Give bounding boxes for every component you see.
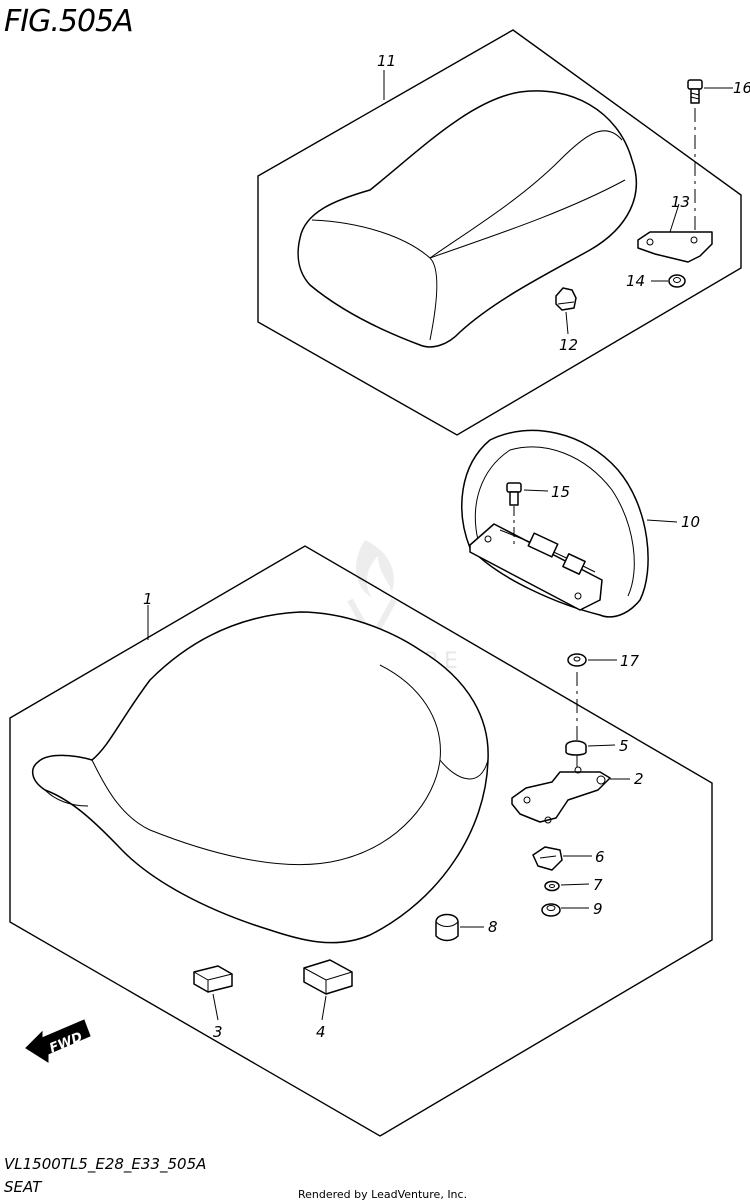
group-box-main-seat: [9, 545, 713, 1137]
part-16-bolt[interactable]: [687, 79, 703, 104]
part-15-bolt[interactable]: [506, 482, 522, 506]
part-8-cap[interactable]: [435, 913, 459, 942]
callout-9[interactable]: 9: [593, 900, 603, 918]
part-9-nut[interactable]: [541, 903, 561, 917]
callout-7[interactable]: 7: [593, 876, 603, 894]
part-13-bracket[interactable]: [637, 231, 713, 263]
part-1-seat[interactable]: [31, 611, 489, 944]
group-box-pillion-seat: [257, 29, 742, 436]
part-4-pad[interactable]: [303, 959, 353, 995]
part-12-grommet[interactable]: [555, 287, 577, 311]
part-6-clip[interactable]: [532, 846, 563, 871]
part-2-bracket[interactable]: [511, 766, 611, 824]
callout-2[interactable]: 2: [634, 770, 644, 788]
callout-17[interactable]: 17: [620, 652, 640, 670]
fwd-arrow-icon: FWD: [25, 1019, 91, 1063]
rendered-by: Rendered by LeadVenture, Inc.: [298, 1188, 467, 1201]
callout-14[interactable]: 14: [626, 272, 645, 290]
callout-4[interactable]: 4: [316, 1023, 326, 1041]
callout-11[interactable]: 11: [377, 52, 396, 70]
leader-lines: [147, 70, 733, 1021]
callout-labels: 11 16 13 14 12 15 10 1 17 5 2 6 7 9 8 3 …: [143, 52, 750, 1041]
callout-5[interactable]: 5: [619, 737, 629, 755]
figure-title: FIG.505A: [4, 4, 133, 39]
callout-3[interactable]: 3: [213, 1023, 223, 1041]
callout-12[interactable]: 12: [559, 336, 578, 354]
callout-1[interactable]: 1: [143, 590, 153, 608]
model-code: VL1500TL5_E28_E33_505A: [4, 1155, 206, 1174]
group-name: SEAT: [4, 1178, 43, 1196]
callout-16[interactable]: 16: [733, 79, 750, 97]
callout-13[interactable]: 13: [671, 193, 690, 211]
callout-8[interactable]: 8: [488, 918, 498, 936]
pillion-seat[interactable]: [297, 90, 637, 348]
part-3-pad[interactable]: [193, 965, 233, 993]
part-17-washer[interactable]: [567, 653, 587, 667]
callout-15[interactable]: 15: [551, 483, 570, 501]
part-14-nut[interactable]: [668, 274, 686, 288]
backrest-plate: [469, 523, 603, 611]
part-5-cushion[interactable]: [565, 740, 587, 756]
part-7-washer[interactable]: [544, 880, 560, 892]
callout-10[interactable]: 10: [681, 513, 700, 531]
callout-6[interactable]: 6: [595, 848, 605, 866]
